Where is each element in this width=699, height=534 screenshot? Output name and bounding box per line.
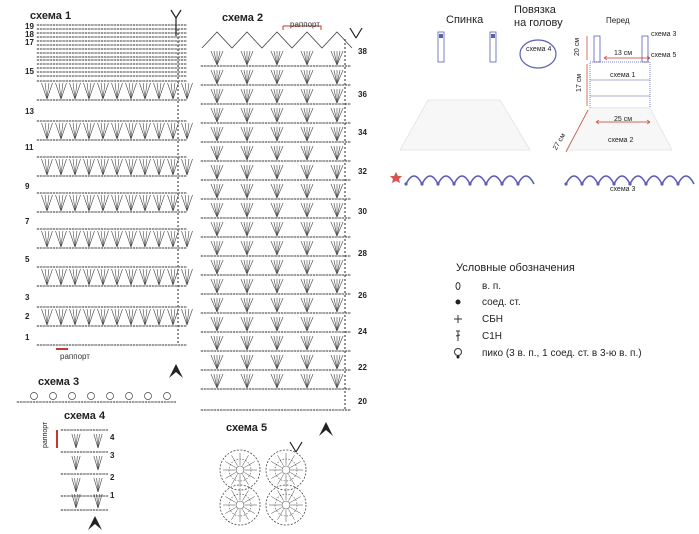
scheme-4-title: схема 4: [64, 410, 106, 422]
scheme-4-chart: [56, 428, 109, 530]
garment-schematic: [390, 31, 695, 186]
scheme-1-row-18: 18: [25, 30, 34, 39]
scheme-1-rapport-label: раппорт: [60, 352, 90, 361]
scheme-2-row-32: 32: [358, 167, 367, 176]
scheme-4-start-arrow-icon: [88, 516, 102, 530]
scheme-1-row-15: 15: [25, 67, 34, 76]
scheme-1-row-2: 2: [25, 312, 30, 321]
legend-title: Условные обозначения: [456, 262, 575, 274]
legend-item-single-crochet: СБН: [452, 313, 503, 325]
scheme-2-end-arrow-icon: [349, 27, 363, 39]
scheme-2-title: схема 2: [222, 12, 264, 24]
scheme-2-row-26: 26: [358, 291, 367, 300]
scheme-1-row-1: 1: [25, 333, 30, 342]
scheme-5-chart: [219, 441, 307, 526]
front-scheme-3-label: схема 3: [651, 31, 677, 38]
slip-stitch-icon: [452, 296, 464, 308]
front-scheme-2-label: схема 2: [608, 137, 634, 144]
scheme-1-title: схема 1: [30, 10, 72, 22]
front-scheme-3-bottom-label: схема 3: [610, 186, 636, 193]
scheme-1-row-13: 13: [25, 107, 34, 116]
scheme-4-rapport-marker: [56, 430, 58, 448]
scheme-1-row-5: 5: [25, 255, 30, 264]
scheme-1-row-19: 19: [25, 22, 34, 31]
scheme-2-chart: [200, 25, 363, 436]
scheme-1-rapport-marker: [56, 348, 68, 350]
dim-arrow-27: [565, 109, 589, 153]
front-bodice-rect: [589, 61, 651, 109]
dim-13cm: 13 см: [614, 50, 633, 57]
back-skirt-shape: [399, 99, 531, 151]
scheme-4-row-1: 1: [110, 491, 115, 500]
scheme-1-end-arrow-icon: [170, 9, 182, 36]
dim-20cm: 20 см: [574, 37, 581, 56]
scheme-5-arrow-icon: [289, 441, 303, 453]
scheme-2-start-arrow-icon: [319, 422, 333, 436]
scheme-2-row-34: 34: [358, 128, 367, 137]
front-title: Перед: [606, 16, 630, 25]
scheme-3-title: схема 3: [38, 376, 80, 388]
scheme-2-row-36: 36: [358, 90, 367, 99]
scheme-5-title: схема 5: [226, 422, 268, 434]
dim-25cm: 25 см: [614, 116, 633, 123]
scheme-4-rapport-label: раппорт: [42, 421, 49, 448]
single-crochet-icon: [452, 313, 464, 325]
front-scheme-1-label: схема 1: [610, 72, 636, 79]
dim-17cm: 17 см: [576, 73, 583, 92]
scheme-1-row-11: 11: [25, 143, 34, 152]
scheme-2-row-20: 20: [358, 397, 367, 406]
chain-stitch-icon: [452, 280, 464, 292]
scheme-2-row-24: 24: [358, 327, 367, 336]
scheme-1-row-7: 7: [25, 217, 30, 226]
headband-scheme-4-label: схема 4: [526, 46, 552, 53]
scheme-1-chart: [36, 9, 193, 378]
scheme-2-zigzag-edge: [201, 31, 353, 49]
star-marker-icon: [390, 172, 402, 183]
scheme-2-row-22: 22: [358, 363, 367, 372]
scheme-1-row-3: 3: [25, 293, 30, 302]
picot-icon: [452, 347, 464, 359]
legend-item-double-crochet: С1Н: [452, 330, 502, 342]
front-scheme-5-label: схема 5: [651, 52, 677, 59]
scheme-4-row-3: 3: [110, 451, 115, 460]
headband-title-line1: Повязка: [514, 4, 556, 16]
scheme-1-start-arrow-icon: [169, 364, 183, 378]
legend-item-slip-stitch: соед. ст.: [452, 296, 521, 308]
legend-item-picot: пико (3 в. п., 1 соед. ст. в 3-ю в. п.): [452, 347, 642, 359]
scheme-4-row-2: 2: [110, 473, 115, 482]
legend-item-chain: в. п.: [452, 280, 501, 292]
scheme-3-chart: [16, 392, 177, 404]
dim-arrow-13: [603, 55, 651, 61]
dim-arrow-25: [595, 119, 651, 125]
scheme-1-row-17: 17: [25, 38, 34, 47]
scheme-4-row-4: 4: [110, 433, 115, 442]
scheme-2-row-38: 38: [358, 47, 367, 56]
scheme-2-rapport-bracket: [282, 25, 322, 30]
back-title: Спинка: [446, 14, 484, 26]
scheme-1-row-9: 9: [25, 182, 30, 191]
double-crochet-icon: [452, 330, 464, 342]
headband-title-line2: на голову: [514, 17, 563, 29]
scheme-2-rapport-label: раппорт: [290, 20, 320, 29]
scheme-2-row-30: 30: [358, 207, 367, 216]
headband-ring: [519, 39, 557, 69]
scheme-2-row-28: 28: [358, 249, 367, 258]
